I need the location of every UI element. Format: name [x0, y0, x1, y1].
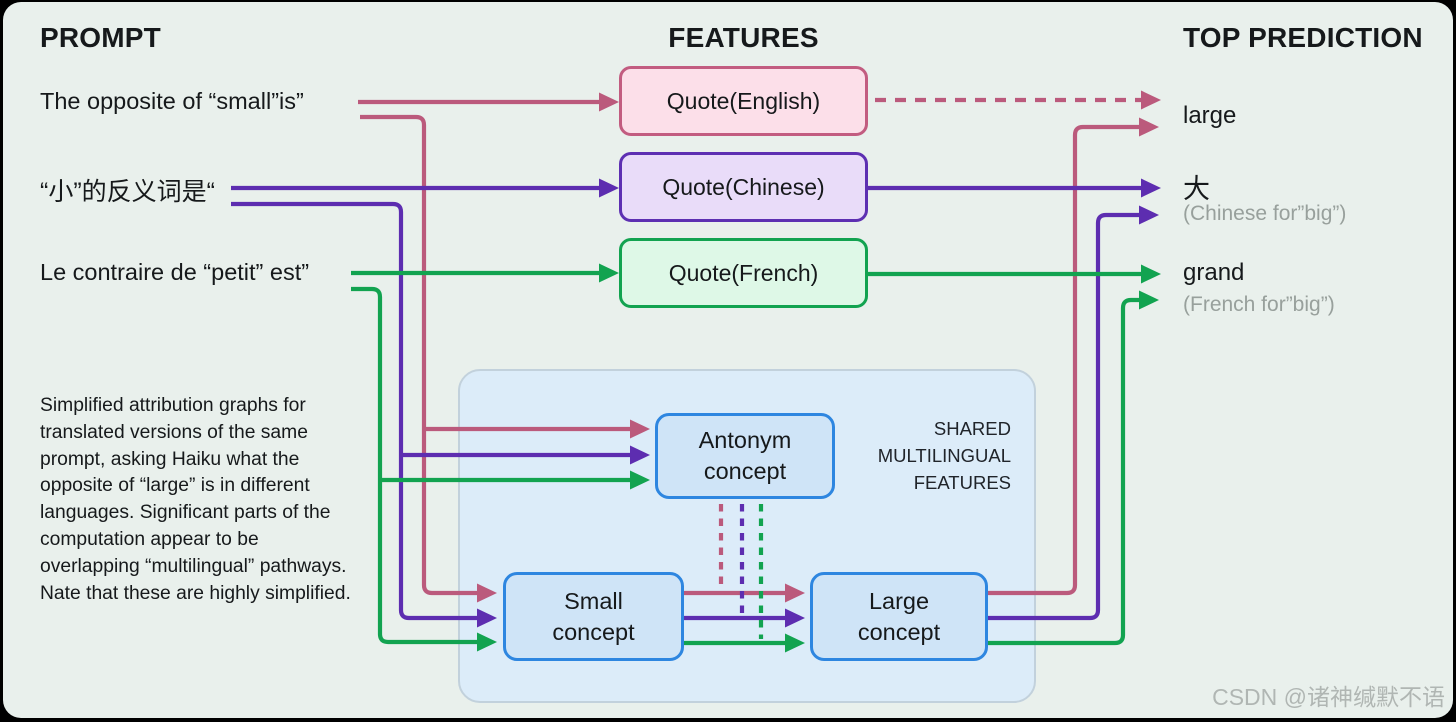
- feature-box-quote-chinese: Quote(Chinese): [619, 152, 868, 222]
- column-header-features: FEATURES: [668, 22, 819, 53]
- watermark: CSDN @诸神缄默不语: [1212, 684, 1445, 710]
- column-header-prompt: PROMPT: [40, 22, 161, 53]
- prediction-french: grand: [1183, 259, 1245, 286]
- feature-box-quote-english: Quote(English): [619, 66, 868, 136]
- concept-box-antonym: Antonym concept: [655, 413, 835, 499]
- column-header-top-prediction: TOP PREDICTION: [1183, 22, 1423, 53]
- prediction-chinese-note: (Chinese for”big”): [1183, 202, 1347, 225]
- concept-box-large: Large concept: [810, 572, 988, 661]
- prompt-english: The opposite of “small”is”: [40, 88, 304, 114]
- caption-text: Simplified attribution graphs for transl…: [40, 395, 351, 604]
- prompt-chinese: “小”的反义词是“: [40, 178, 215, 206]
- prediction-french-note: (French for”big”): [1183, 293, 1335, 316]
- shared-features-label: SHARED MULTILINGUAL FEATURES: [877, 418, 1011, 493]
- prediction-english: large: [1183, 102, 1237, 129]
- feature-box-quote-french: Quote(French): [619, 238, 868, 308]
- concept-box-small: Small concept: [503, 572, 684, 661]
- prediction-chinese: 大: [1183, 174, 1210, 204]
- prompt-french: Le contraire de “petit” est”: [40, 259, 310, 285]
- diagram-card: PROMPT FEATURES TOP PREDICTION The oppos…: [3, 2, 1453, 718]
